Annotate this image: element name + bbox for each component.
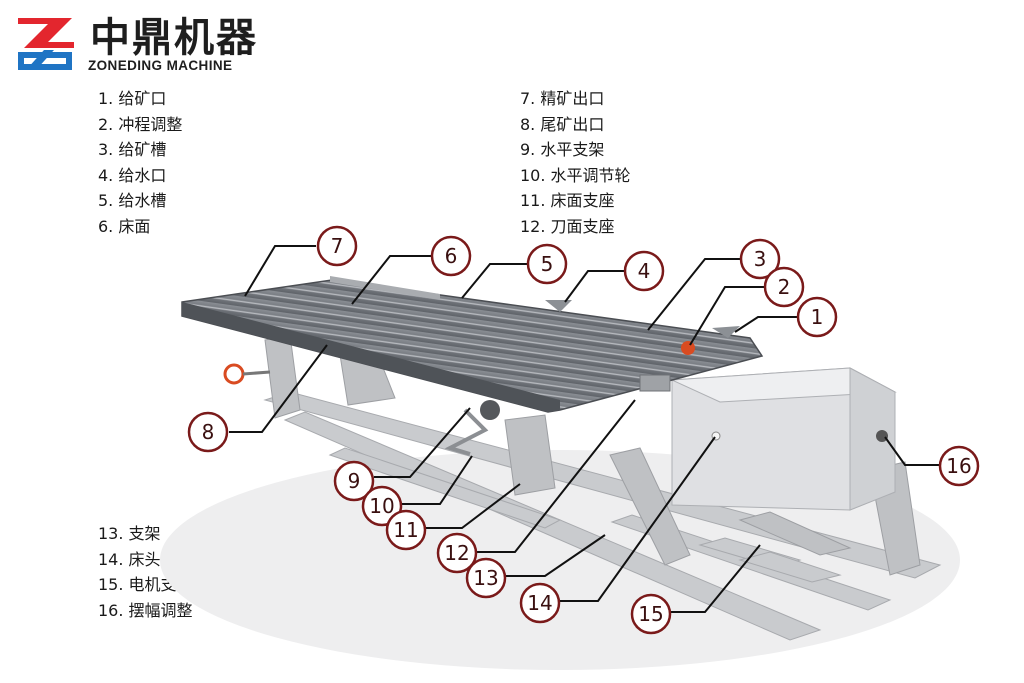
svg-text:6: 6 [445, 244, 458, 268]
legend-item: 7. 精矿出口 [520, 89, 605, 108]
legend-item: 3. 给矿槽 [98, 140, 167, 159]
legend-item: 9. 水平支架 [520, 140, 605, 159]
callout-4: 4 [623, 250, 665, 292]
adjusting-wheel [223, 363, 271, 385]
brand-name-cn: 中鼎机器 [90, 15, 258, 61]
legend-item: 2. 冲程调整 [98, 114, 183, 134]
callout-11: 11 [385, 509, 427, 551]
legend-item: 1. 给矿口 [98, 89, 167, 108]
callout-15: 15 [630, 593, 672, 635]
legend-item: 14. 床头 [98, 549, 161, 569]
table-deck [181, 276, 764, 413]
svg-text:7: 7 [331, 234, 344, 258]
svg-text:11: 11 [393, 518, 418, 542]
legend-item: 13. 支架 [98, 524, 161, 543]
svg-text:3: 3 [754, 247, 767, 271]
legend-list-3: 13. 支架 14. 床头 15. 电机支座 16. 摆幅调整 [98, 521, 193, 623]
svg-text:15: 15 [638, 602, 663, 626]
callout-9: 9 [333, 460, 375, 502]
brand-logo: 中鼎机器 ZONEDING MACHINE [14, 14, 274, 76]
callout-7: 7 [316, 225, 358, 267]
callout-8: 8 [187, 411, 229, 453]
callout-5: 5 [526, 243, 568, 285]
zoneding-logo-icon [18, 18, 74, 70]
svg-text:2: 2 [778, 275, 791, 299]
callout-3: 3 [739, 238, 781, 280]
legend-item: 10. 水平调节轮 [520, 165, 631, 185]
legend-item: 5. 给水槽 [98, 191, 167, 210]
svg-text:16: 16 [946, 454, 971, 478]
legend-item: 6. 床面 [98, 216, 151, 236]
legend-list-2: 7. 精矿出口 8. 尾矿出口 9. 水平支架 10. 水平调节轮 11. 床面… [520, 86, 631, 239]
svg-text:4: 4 [638, 259, 651, 283]
legend-item: 16. 摆幅调整 [98, 600, 193, 620]
svg-text:12: 12 [444, 541, 469, 565]
brand-name-en: ZONEDING MACHINE [88, 58, 233, 73]
svg-text:8: 8 [202, 420, 215, 444]
legend-item: 4. 给水口 [98, 165, 167, 185]
callout-1: 1 [796, 296, 838, 338]
legend-item: 8. 尾矿出口 [520, 114, 605, 134]
svg-text:1: 1 [811, 305, 824, 329]
callout-6: 6 [430, 235, 472, 277]
callout-16: 16 [938, 445, 980, 487]
headmotion-box [671, 367, 897, 511]
legend-list-1: 1. 给矿口 2. 冲程调整 3. 给矿槽 4. 给水口 5. 给水槽 6. 床… [98, 86, 182, 239]
callout-12: 12 [436, 532, 478, 574]
svg-text:9: 9 [348, 469, 361, 493]
support-legs [264, 334, 921, 576]
svg-text:5: 5 [541, 252, 554, 276]
callout-2: 2 [763, 266, 805, 308]
callout-13: 13 [465, 557, 507, 599]
tilt-lever [444, 400, 500, 456]
svg-text:10: 10 [369, 494, 394, 518]
svg-text:13: 13 [473, 566, 498, 590]
callout-10: 10 [361, 485, 403, 527]
callout-14: 14 [519, 582, 561, 624]
leader-lines [229, 245, 940, 613]
legend-item: 11. 床面支座 [520, 191, 615, 210]
legend-item: 12. 刀面支座 [520, 216, 615, 236]
svg-text:14: 14 [527, 591, 552, 615]
